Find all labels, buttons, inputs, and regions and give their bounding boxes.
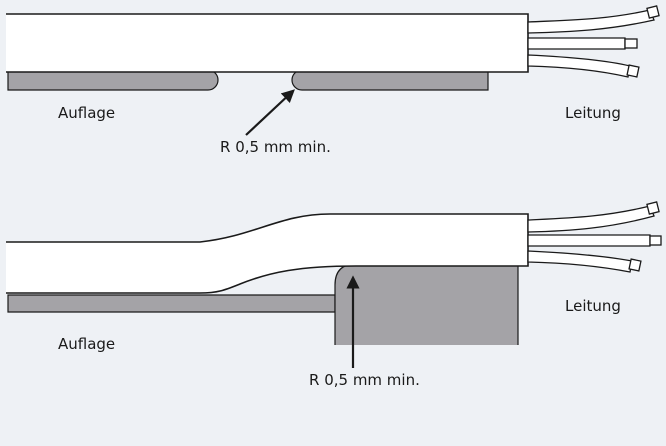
bottom-diagram: [6, 201, 662, 368]
bottom-cable-label: Leitung: [565, 297, 621, 315]
bottom-support-label: Auflage: [58, 335, 116, 353]
top-radius-arrow: [245, 89, 295, 136]
top-diagram: [6, 5, 660, 136]
top-cable-label: Leitung: [565, 104, 621, 122]
bottom-support-block: [334, 263, 519, 345]
top-radius-label: R 0,5 mm min.: [220, 138, 331, 156]
top-support: [7, 69, 489, 91]
bottom-cable-jacket: [6, 213, 529, 294]
bottom-cable-wires: [527, 201, 662, 273]
bottom-support-strip: [7, 294, 336, 313]
top-support-label: Auflage: [58, 104, 116, 122]
bottom-radius-label: R 0,5 mm min.: [309, 371, 420, 389]
top-cable-jacket: [6, 13, 529, 73]
top-cable-wires: [527, 5, 660, 78]
